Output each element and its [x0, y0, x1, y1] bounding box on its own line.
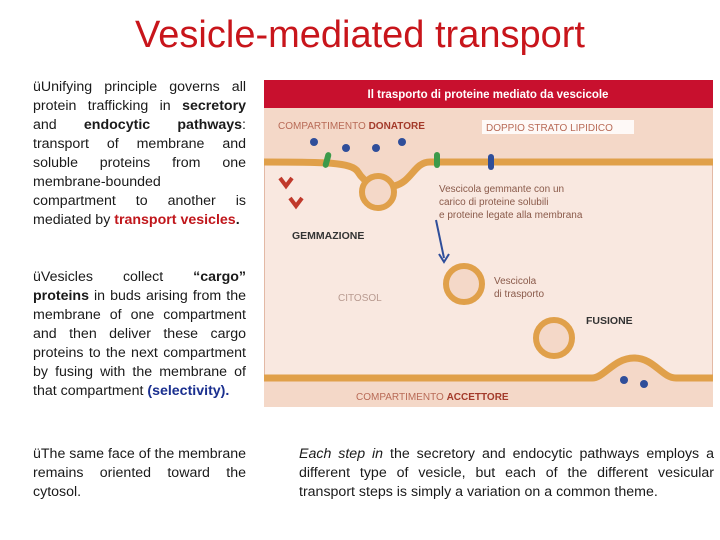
- membrane-protein-icon: [434, 152, 440, 168]
- donor-label: COMPARTIMENTO DONATORE: [278, 121, 425, 132]
- membrane-protein-icon: [488, 154, 494, 170]
- bullet-paragraph-3: üThe same face of the membrane remains o…: [33, 445, 246, 502]
- fusion-label: FUSIONE: [586, 315, 633, 327]
- p1-text-g: .: [235, 212, 240, 228]
- budding-note-3: e proteine legate alla membrana: [439, 210, 583, 221]
- acceptor-membrane: [264, 354, 713, 382]
- soluble-protein-icon: [342, 144, 350, 152]
- figure-header-bar: [264, 80, 713, 108]
- slide-title: Vesicle-mediated transport: [135, 14, 585, 56]
- soluble-protein-icon: [620, 376, 628, 384]
- keyword-endocytic: endocytic pathways: [83, 117, 243, 133]
- budding-vesicle: [359, 173, 397, 211]
- p3-text: The same face of the membrane remains or…: [33, 446, 246, 500]
- transport-vesicle: [443, 263, 485, 305]
- bilayer-label: DOPPIO STRATO LIPIDICO: [486, 123, 613, 134]
- budding-note-2: carico di proteine solubili: [439, 197, 549, 208]
- vesicle-label-2: di trasporto: [494, 289, 544, 300]
- bullet-mark-icon: ü: [33, 269, 41, 285]
- summary-note: Each step in the secretory and endocytic…: [299, 445, 714, 502]
- soluble-protein-icon: [310, 138, 318, 146]
- p2-text-a: Vesicles collect: [40, 269, 194, 285]
- cargo-receptor-icon: [278, 176, 294, 190]
- cytosol-label: CITOSOL: [338, 293, 382, 304]
- acceptor-label: COMPARTIMENTO ACCETTORE: [356, 392, 509, 403]
- vesicle-transport-figure: Il trasporto di proteine mediato da vesc…: [264, 80, 713, 407]
- note-text: the secretory and endocytic pathways emp…: [299, 446, 714, 500]
- p1-text-c: and: [33, 117, 84, 133]
- bilayer-label-bg: [482, 120, 634, 134]
- bullet-mark-icon: ü: [33, 79, 41, 95]
- cargo-receptor-icon: [288, 196, 304, 210]
- figure-header: Il trasporto di proteine mediato da vesc…: [368, 89, 609, 101]
- keyword-transport-vesicles: transport vesicles: [114, 212, 236, 228]
- soluble-protein-icon: [398, 138, 406, 146]
- soluble-protein-icon: [640, 380, 648, 388]
- vesicle-label-1: Vescicola: [494, 276, 537, 287]
- keyword-secretory: secretory: [182, 98, 246, 114]
- arrow-down-icon: [435, 219, 445, 259]
- p2-text-c: in buds arising from the membrane of one…: [33, 288, 246, 399]
- membrane-protein-icon: [322, 152, 332, 168]
- acceptor-label-a: COMPARTIMENTO: [356, 392, 447, 403]
- p1-text-e: : transport of membrane and soluble prot…: [33, 117, 246, 228]
- bullet-mark-icon: ü: [33, 446, 41, 462]
- donor-label-b: DONATORE: [369, 121, 426, 132]
- budding-label: GEMMAZIONE: [292, 230, 364, 242]
- soluble-protein-icon: [372, 144, 380, 152]
- arrow-head-icon: [438, 253, 450, 264]
- bullet-paragraph-1: üUnifying principle governs all protein …: [33, 78, 246, 230]
- acceptor-label-b: ACCETTORE: [447, 392, 509, 403]
- budding-note-1: Vescicola gemmante con un: [439, 184, 564, 195]
- keyword-cargo-proteins: “cargo” proteins: [33, 269, 246, 304]
- fusing-vesicle: [533, 317, 575, 359]
- note-italic: Each step in: [299, 446, 384, 462]
- acceptor-compartment: [264, 360, 713, 407]
- keyword-selectivity: (selectivity).: [147, 383, 230, 399]
- p1-text-a: Unifying principle governs all protein t…: [33, 79, 246, 114]
- bullet-paragraph-2: üVesicles collect “cargo” proteins in bu…: [33, 268, 246, 401]
- donor-label-a: COMPARTIMENTO: [278, 121, 369, 132]
